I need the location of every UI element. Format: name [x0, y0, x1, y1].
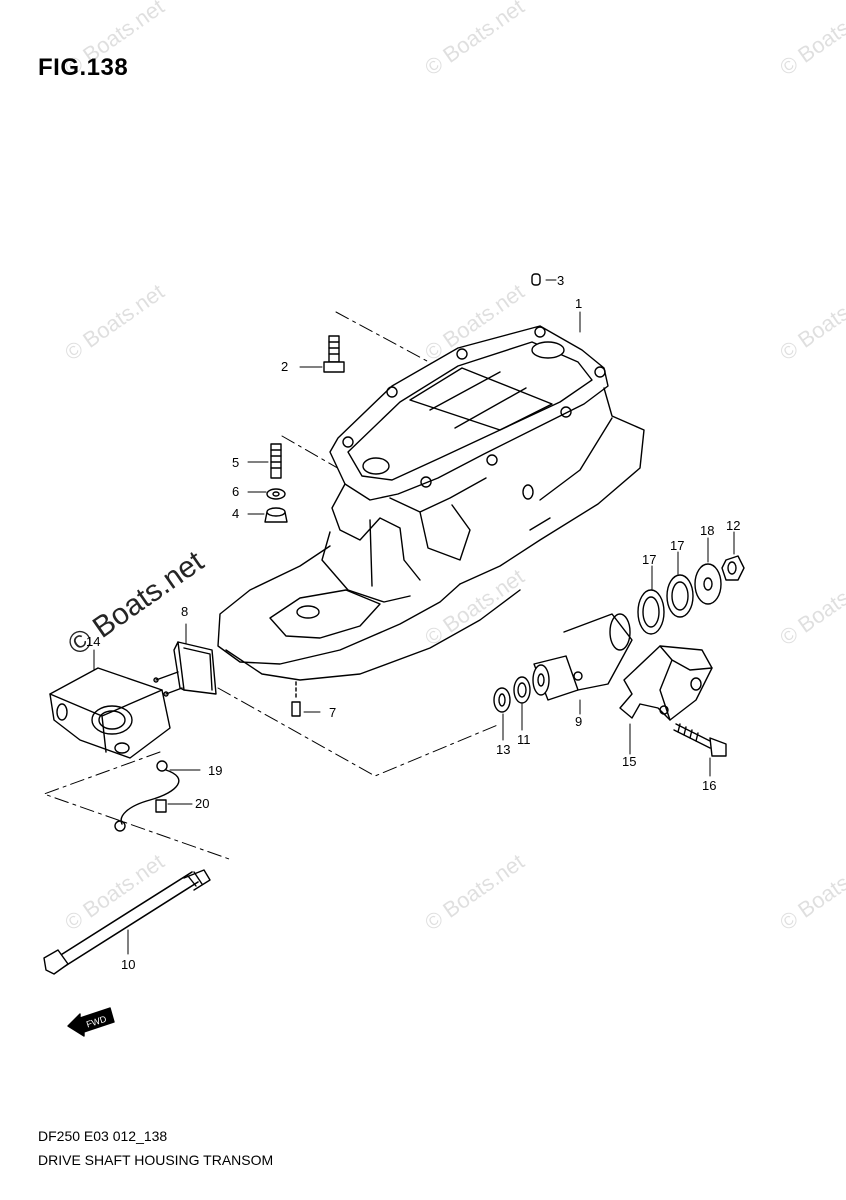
- callout-1: 1: [575, 296, 582, 311]
- callout-10: 10: [121, 957, 135, 972]
- ring-part-17: [666, 574, 694, 618]
- washer-part-18: [694, 563, 722, 605]
- ring-part-17: [637, 589, 665, 635]
- callout-19: 19: [208, 763, 222, 778]
- nut-part-4: [264, 507, 288, 523]
- callout-labels: 1 2 3 4 5 6 7 8 9 10 11 12 13 14 15 16 1…: [85, 273, 740, 1030]
- callout-2: 2: [281, 359, 288, 374]
- stud-part-5: [270, 443, 282, 479]
- callout-12: 12: [726, 518, 740, 533]
- ground-wire-part-19: [114, 760, 180, 832]
- cap-part-3: [531, 273, 541, 286]
- callout-4: 4: [232, 506, 239, 521]
- callout-7: 7: [329, 705, 336, 720]
- callout-16: 16: [702, 778, 716, 793]
- callout-20: 20: [195, 796, 209, 811]
- callout-14: 14: [86, 634, 100, 649]
- callout-17a: 17: [642, 552, 656, 567]
- callout-13: 13: [496, 742, 510, 757]
- bolt-part-16: [673, 723, 727, 757]
- leader-lines: [93, 279, 735, 955]
- nut-part-12: [721, 555, 745, 581]
- fwd-arrow-icon: [67, 1007, 115, 1037]
- clamp-bracket-part-15: [619, 645, 713, 721]
- bolt-part-2: [323, 335, 345, 373]
- callout-6: 6: [232, 484, 239, 499]
- callout-17b: 17: [670, 538, 684, 553]
- long-bolt-part-10: [43, 869, 211, 975]
- bolt-part-7: [291, 681, 301, 717]
- bracket-part-14: [49, 667, 171, 759]
- callout-8: 8: [181, 604, 188, 619]
- callout-5: 5: [232, 455, 239, 470]
- bushing-part-9: [532, 613, 633, 701]
- drive-shaft-housing: [217, 325, 645, 681]
- washer-part-13: [493, 687, 511, 713]
- model-code: DF250 E03 012_138: [38, 1128, 168, 1144]
- figure-caption: DRIVE SHAFT HOUSING TRANSOM: [38, 1152, 274, 1168]
- callout-18: 18: [700, 523, 714, 538]
- washer-part-6: [266, 488, 286, 500]
- figure-title: FIG.138: [38, 54, 129, 81]
- callout-9: 9: [575, 714, 582, 729]
- screw-part-20: [155, 799, 167, 813]
- connector-part-8: [153, 641, 217, 697]
- callout-15: 15: [622, 754, 636, 769]
- callout-3: 3: [557, 273, 564, 288]
- callout-11: 11: [517, 732, 531, 747]
- washer-part-11: [513, 676, 531, 704]
